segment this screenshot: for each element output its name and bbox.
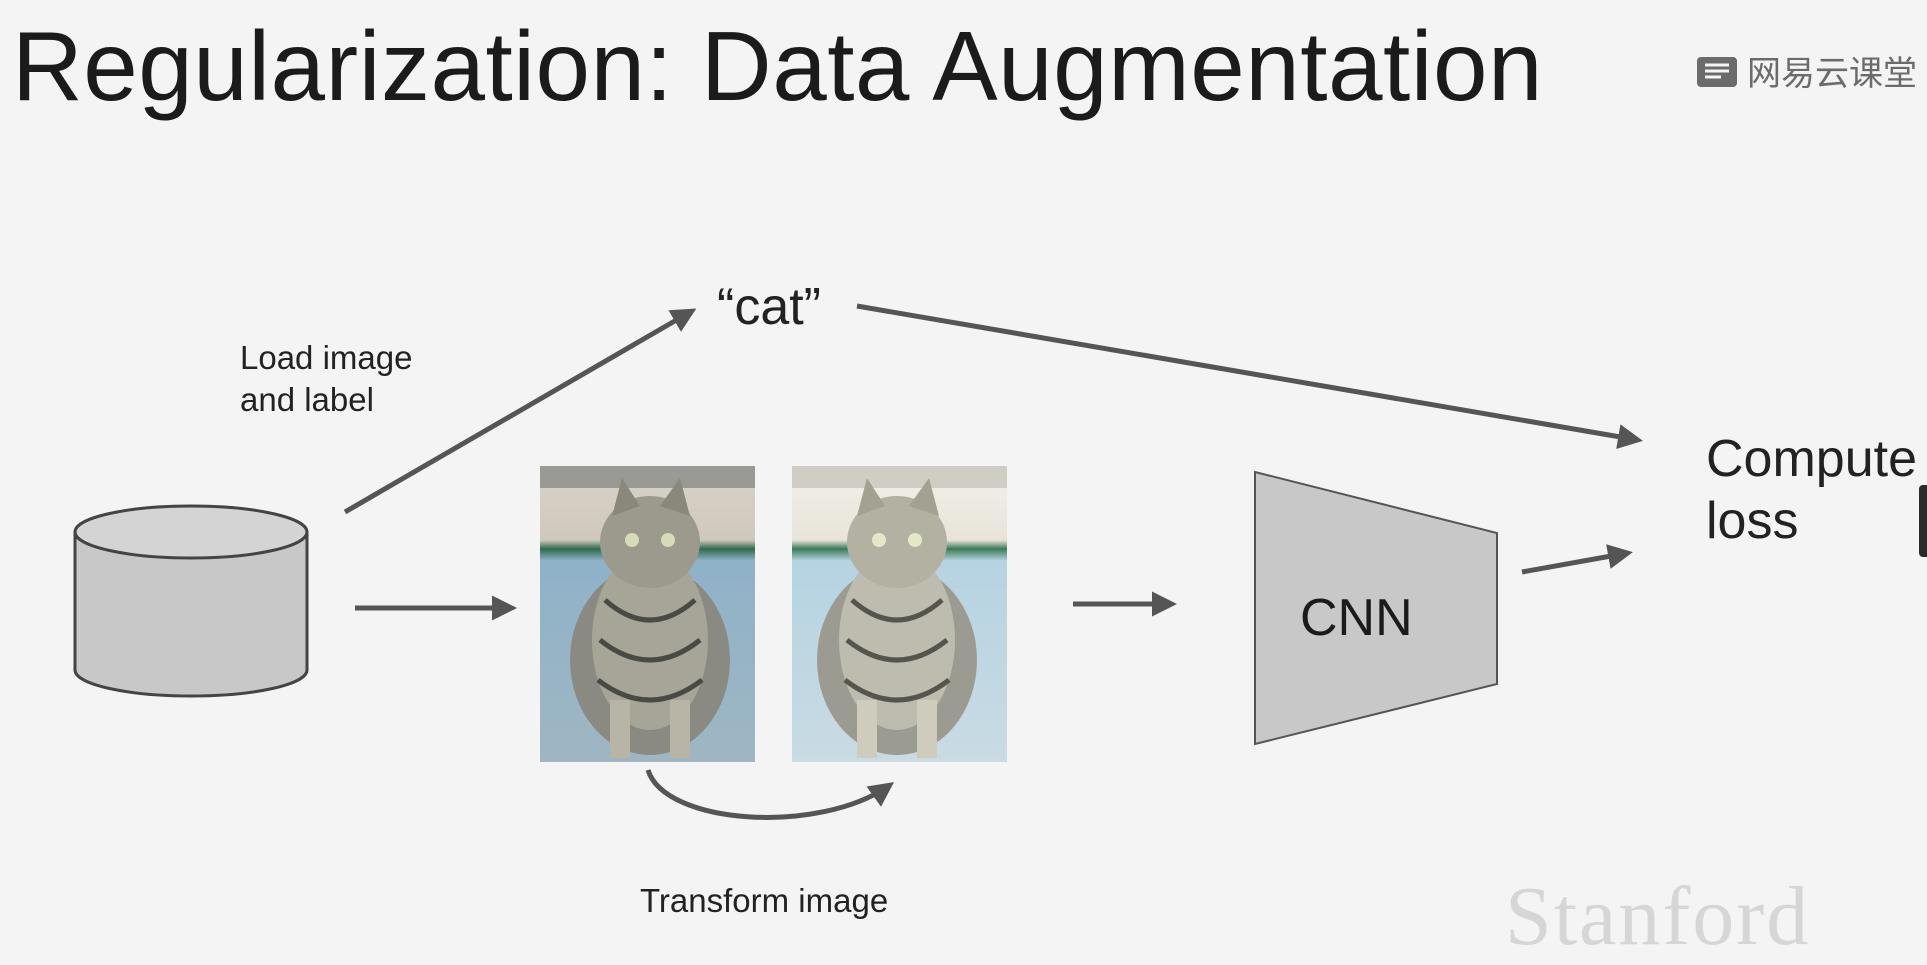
arrow-cnn-to-loss bbox=[1521, 544, 1633, 575]
cnn-label: CNN bbox=[1300, 589, 1413, 647]
slide-title: Regularization: Data Augmentation bbox=[12, 11, 1544, 121]
label-compute-loss: Compute loss bbox=[1706, 428, 1917, 552]
label-compute-line-2: loss bbox=[1706, 492, 1799, 550]
side-scroll-tab[interactable] bbox=[1919, 485, 1927, 557]
label-load-image: Load image and label bbox=[240, 337, 412, 421]
cnn-block bbox=[1254, 470, 1498, 746]
label-transform-image: Transform image bbox=[640, 882, 889, 919]
diagram-canvas bbox=[73, 303, 1643, 820]
cat-image-flipped bbox=[792, 466, 1007, 762]
label-compute-line-1: Compute bbox=[1706, 430, 1917, 488]
label-load-line-2: and label bbox=[240, 381, 374, 418]
watermark: 网易云课堂 bbox=[1695, 46, 1917, 95]
arrow-transform bbox=[645, 769, 895, 820]
arrow-db-to-label bbox=[343, 308, 697, 515]
cat-image-original bbox=[540, 466, 755, 762]
label-cat: “cat” bbox=[717, 278, 821, 336]
watermark-text: 网易云课堂 bbox=[1747, 55, 1917, 93]
label-load-line-1: Load image bbox=[240, 339, 413, 376]
arrow-label-to-loss bbox=[856, 303, 1643, 449]
book-logo-icon bbox=[1697, 56, 1737, 87]
stanford-logo: Stanford bbox=[1505, 870, 1811, 963]
database-icon bbox=[73, 504, 309, 698]
